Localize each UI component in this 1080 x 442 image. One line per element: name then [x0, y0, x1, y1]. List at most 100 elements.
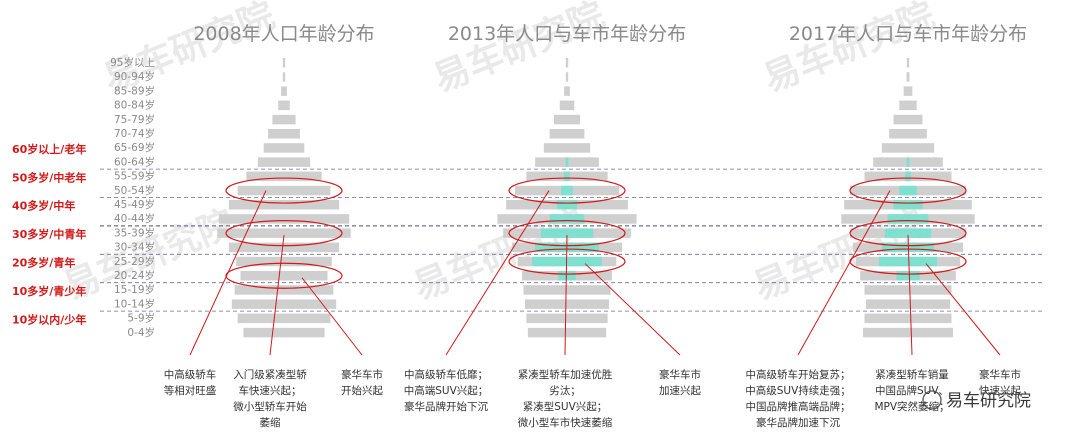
- annotation-line: 豪华车市: [659, 368, 701, 381]
- annotation-line: 中高级轿车低靡；: [404, 368, 488, 381]
- population-bar: [893, 114, 923, 125]
- age-group-label: 60岁以上/老年: [12, 142, 86, 156]
- annotation-line: 紧凑型SUV兴起；: [523, 400, 608, 413]
- annotation-leader: [445, 190, 550, 356]
- watermarks: 易车研究院易车研究院易车研究院易车研究院易车研究院易车研究院: [58, 0, 940, 308]
- population-bar: [553, 114, 581, 125]
- highlight-ellipse: [508, 177, 626, 204]
- population-bar: [237, 313, 331, 324]
- age-label: 0-4岁: [127, 326, 155, 339]
- car-market-bar: [564, 171, 570, 182]
- annotation-text: 中高级轿车等相对旺盛: [164, 368, 217, 397]
- population-bar: [236, 256, 332, 267]
- annotation-line: 快速兴起: [979, 385, 1021, 397]
- annotation-leader: [301, 277, 363, 356]
- car-market-bar: [565, 157, 569, 167]
- population-bar: [523, 285, 611, 295]
- age-label: 95岁以上: [110, 56, 155, 69]
- age-label: 70-74岁: [114, 127, 155, 140]
- car-market-bar: [549, 214, 585, 224]
- highlight-ellipse: [849, 177, 967, 204]
- population-bar: [906, 72, 910, 82]
- annotation-line: 紧凑型轿车销量: [875, 368, 949, 381]
- population-bar: [524, 299, 610, 309]
- pyramid-chart: 2017年人口与车市年龄分布中高级轿车开始复苏；中高级SUV持续走强；中国品牌推…: [745, 23, 1027, 429]
- annotation-line: MPV突然萎缩；: [874, 400, 949, 413]
- annotation-line: 中国品牌SUV、: [875, 384, 949, 397]
- age-label: 30-34岁: [114, 241, 155, 254]
- age-label: 75-79岁: [114, 113, 155, 126]
- annotation-line: 微小型车市快速萎缩: [518, 416, 613, 429]
- population-bar: [217, 228, 351, 238]
- population-bar: [565, 58, 569, 68]
- population-bar: [278, 100, 290, 111]
- annotation-line: 紧凑型轿车加速优胜: [518, 368, 613, 381]
- annotation-line: 开始兴起: [341, 384, 383, 397]
- car-market-bar: [887, 214, 929, 224]
- age-group-label: 40多岁/中年: [12, 199, 75, 213]
- watermark-text: 易车研究院: [758, 0, 940, 100]
- population-bar: [234, 285, 334, 295]
- age-label: 40-44岁: [114, 212, 155, 225]
- population-bar: [543, 143, 591, 153]
- population-bar: [218, 214, 350, 224]
- age-label: 5-9岁: [127, 312, 155, 325]
- population-bar: [864, 313, 952, 324]
- population-bar: [889, 129, 927, 139]
- car-market-bar: [893, 200, 923, 210]
- population-bar: [565, 72, 569, 82]
- population-bar: [863, 327, 953, 338]
- age-label: 35-39岁: [114, 226, 155, 239]
- population-bar: [549, 129, 585, 139]
- annotation-text: 入门级紧凑型轿车快速兴起；微小型轿车开始萎缩: [233, 368, 307, 429]
- population-bar: [282, 72, 286, 82]
- chart-title: 2008年人口年龄分布: [193, 23, 374, 45]
- car-market-bar: [540, 228, 594, 238]
- watermark-text: 易车研究院: [428, 0, 610, 100]
- annotation-text: 豪华车市快速兴起: [979, 368, 1021, 397]
- age-axis-labels: 95岁以上90-94岁85-89岁80-84岁75-79岁70-74岁65-69…: [110, 56, 155, 339]
- population-bar: [257, 157, 311, 167]
- annotation-line: 豪华车市: [341, 368, 383, 381]
- population-bar: [906, 58, 910, 68]
- brand-logo-icon: [922, 390, 942, 410]
- annotation-line: 中高级轿车: [164, 368, 217, 381]
- annotation-text: 中高级轿车开始复苏；中高级SUV持续走强；中国品牌推高端品牌；豪华品牌加速下沉: [745, 368, 851, 429]
- age-label: 80-84岁: [114, 99, 155, 112]
- annotation-leader: [189, 190, 267, 356]
- population-bar: [268, 129, 300, 139]
- car-market-bar: [884, 228, 932, 238]
- age-label: 25-29岁: [114, 255, 155, 268]
- age-label: 55-59岁: [114, 170, 155, 183]
- car-market-bar: [896, 271, 920, 281]
- chart-title: 2017年人口与车市年龄分布: [789, 23, 1027, 45]
- annotation-leader: [925, 263, 1001, 356]
- population-bar: [865, 299, 951, 309]
- population-bar: [864, 285, 952, 295]
- population-bar: [231, 299, 337, 309]
- population-bar: [237, 185, 331, 196]
- population-bar: [228, 200, 340, 210]
- population-bar: [564, 86, 570, 96]
- annotation-line: 豪华品牌开始下沉: [404, 400, 488, 413]
- population-bar: [243, 327, 325, 338]
- car-market-bar: [899, 185, 917, 196]
- annotation-line: 加速兴起: [659, 385, 701, 397]
- age-label: 10-14岁: [114, 297, 155, 310]
- annotation-line: 中高级轿车开始复苏；: [746, 368, 851, 381]
- annotation-leader: [564, 235, 568, 356]
- annotation-text: 豪华车市开始兴起: [341, 368, 383, 397]
- age-label: 20-24岁: [114, 269, 155, 282]
- annotation-line: 中高级SUV持续走强；: [745, 384, 851, 397]
- car-market-bar: [561, 185, 573, 196]
- age-group-label: 10多岁/青少年: [12, 284, 86, 298]
- population-bar: [526, 313, 608, 324]
- annotation-leader: [797, 190, 891, 356]
- age-label: 45-49岁: [114, 198, 155, 211]
- annotation-leader: [584, 263, 681, 356]
- pyramid-chart: 2008年人口年龄分布中高级轿车等相对旺盛入门级紧凑型轿车快速兴起；微小型轿车开…: [164, 23, 384, 429]
- annotation-text: 中高级轿车低靡；中高端SUV兴起；豪华品牌开始下沉: [404, 368, 489, 413]
- population-bar: [228, 242, 340, 253]
- population-bar: [903, 86, 913, 96]
